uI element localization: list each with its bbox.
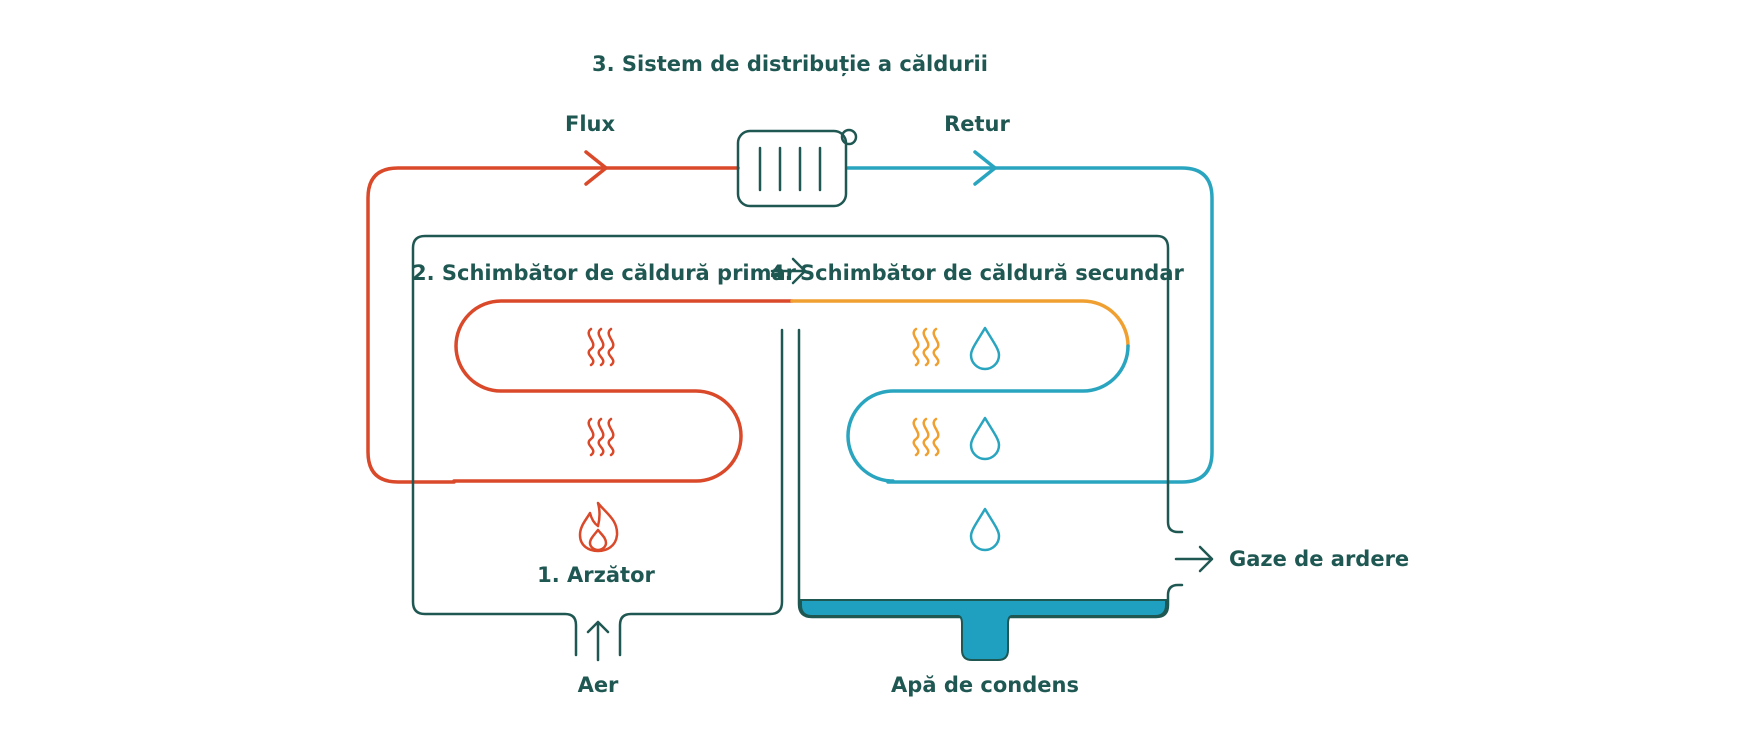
radiator-icon	[736, 128, 858, 208]
flue-gas-label: Gaze de ardere	[1229, 547, 1409, 571]
flue-gas-arrow-icon	[1174, 545, 1214, 573]
exchanger-arrow-icon	[770, 257, 807, 285]
distribution-system-label: 3. Sistem de distribuție a căldurii	[592, 52, 988, 77]
primary-coil	[452, 299, 794, 483]
burner-label: 1. Arzător	[537, 563, 655, 587]
return-pipe	[846, 166, 1214, 484]
flame-icon	[578, 501, 619, 553]
primary-chamber-inner-wall	[618, 328, 784, 657]
primary-exchanger-label: 2. Schimbător de căldură primar	[412, 261, 797, 285]
flow-pipe	[366, 166, 740, 484]
secondary-coil-cool	[846, 344, 1130, 483]
secondary-coil-warm	[790, 299, 1130, 348]
condensate-pool	[800, 599, 1167, 661]
heat-waves-icon	[587, 327, 615, 367]
secondary-chamber-outline	[797, 328, 1184, 619]
water-drop-icon	[969, 416, 1001, 461]
heat-waves-icon	[587, 417, 615, 457]
water-drop-icon	[969, 507, 1001, 552]
air-arrow-icon	[586, 620, 610, 662]
flow-label: Flux	[565, 112, 615, 136]
return-arrow-icon	[973, 150, 997, 186]
flow-arrow-icon	[584, 150, 608, 186]
return-label: Retur	[944, 112, 1010, 136]
heat-waves-icon	[912, 327, 940, 367]
air-label: Aer	[578, 673, 619, 697]
water-drop-icon	[969, 326, 1001, 371]
secondary-exchanger-label: 4. Schimbător de căldură secundar	[770, 261, 1184, 285]
primary-chamber-outline	[411, 234, 1184, 657]
heat-waves-icon	[912, 417, 940, 457]
condensate-label: Apă de condens	[891, 673, 1079, 697]
